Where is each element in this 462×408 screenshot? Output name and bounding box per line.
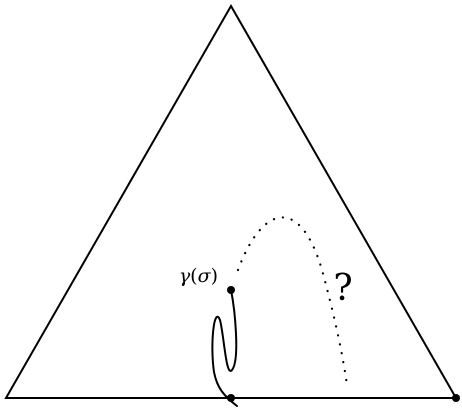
point-label: γ(σ) <box>179 265 218 287</box>
dotted-arc <box>236 216 349 387</box>
point-gamma-sigma <box>227 286 235 294</box>
triangle <box>4 3 458 399</box>
point-base <box>227 394 235 402</box>
label-arg: σ <box>198 265 212 287</box>
label-close-paren: ) <box>211 265 218 287</box>
point-right-vertex <box>452 394 460 402</box>
question-mark: ? <box>333 268 352 309</box>
label-open-paren: ( <box>190 265 197 287</box>
label-func: γ <box>179 265 191 287</box>
wiggly-curve <box>211 289 238 407</box>
